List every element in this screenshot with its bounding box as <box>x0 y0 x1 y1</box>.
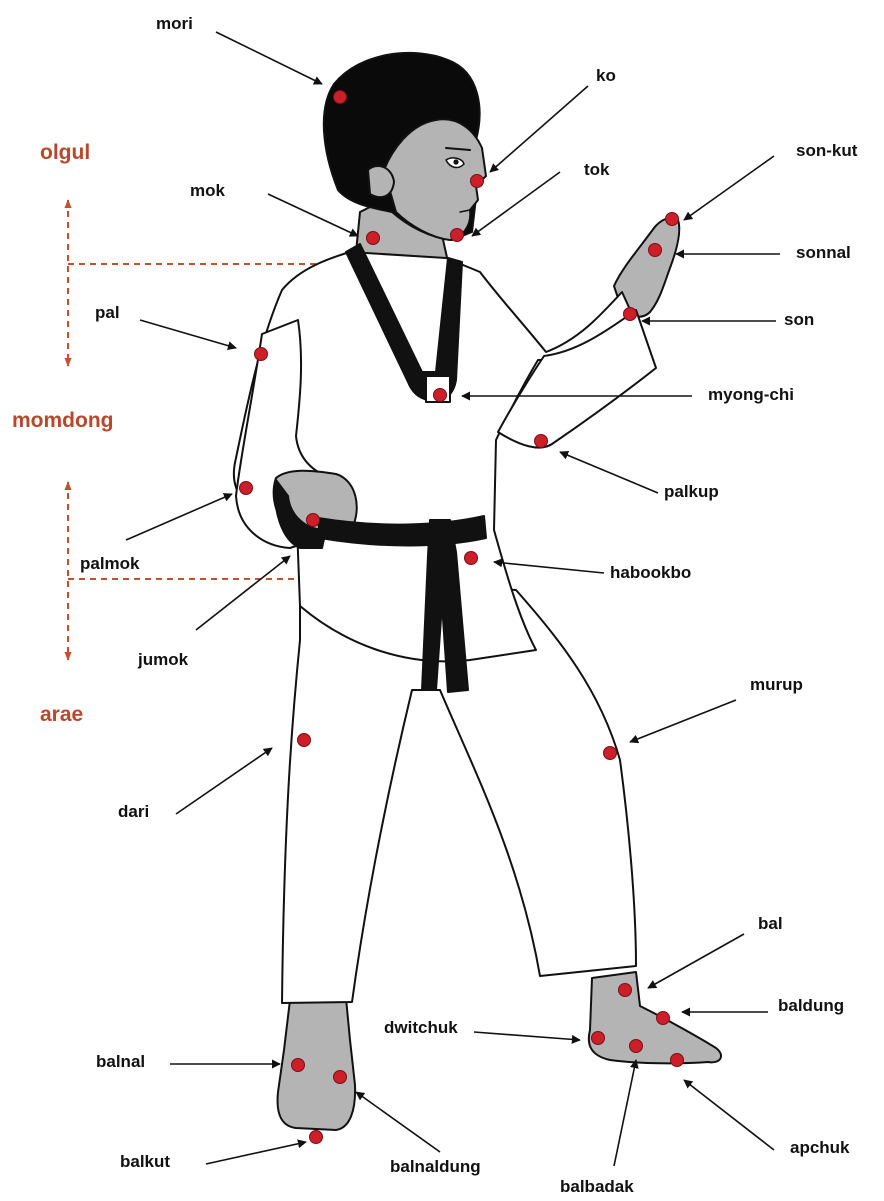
arrow-mok <box>268 194 358 236</box>
arrow-dari <box>176 748 272 814</box>
marker-habookbo <box>465 552 478 565</box>
marker-tok <box>451 229 464 242</box>
marker-son-kut <box>666 213 679 226</box>
arrow-jumok <box>196 556 290 630</box>
pupil <box>453 159 458 164</box>
zone-label-olgul: olgul <box>40 141 90 165</box>
label-dari: dari <box>118 802 149 822</box>
marker-murup <box>604 747 617 760</box>
label-murup: murup <box>750 675 803 695</box>
label-mok: mok <box>190 181 225 201</box>
label-jumok: jumok <box>138 650 188 670</box>
marker-balnal <box>292 1059 305 1072</box>
arrow-bal <box>648 934 744 988</box>
label-bal: bal <box>758 914 783 934</box>
label-apchuk: apchuk <box>790 1138 850 1158</box>
label-balnal: balnal <box>96 1052 145 1072</box>
label-palmok: palmok <box>80 554 140 574</box>
marker-jumok <box>307 514 320 527</box>
marker-son <box>624 308 637 321</box>
marker-mori <box>334 91 347 104</box>
left-foot <box>278 998 356 1130</box>
marker-apchuk <box>671 1054 684 1067</box>
label-ko: ko <box>596 66 616 86</box>
label-myong-chi: myong-chi <box>708 385 794 405</box>
marker-ko <box>471 175 484 188</box>
arrow-habookbo <box>494 562 604 573</box>
marker-dwitchuk <box>592 1032 605 1045</box>
marker-palmok <box>240 482 253 495</box>
marker-pal <box>255 348 268 361</box>
arrow-murup <box>630 700 736 742</box>
label-balnaldung: balnaldung <box>390 1157 481 1177</box>
label-tok: tok <box>584 160 610 180</box>
label-dwitchuk: dwitchuk <box>384 1018 458 1038</box>
arrow-palkup <box>560 452 658 493</box>
marker-myong-chi <box>434 389 447 402</box>
arrow-ko <box>490 86 588 172</box>
marker-sonnal <box>649 244 662 257</box>
label-mori: mori <box>156 14 193 34</box>
figure-body <box>234 53 721 1130</box>
zone-label-arae: arae <box>40 703 83 727</box>
label-son-kut: son-kut <box>796 141 857 161</box>
label-son: son <box>784 310 814 330</box>
marker-palkup <box>535 435 548 448</box>
label-pal: pal <box>95 303 120 323</box>
marker-balnaldung <box>334 1071 347 1084</box>
arrow-son-kut <box>684 156 774 220</box>
ear <box>368 166 394 197</box>
right-foot <box>589 972 721 1063</box>
marker-bal <box>619 984 632 997</box>
arrow-palmok <box>126 494 232 540</box>
arrow-balkut <box>206 1142 306 1164</box>
arrow-balnaldung <box>356 1092 440 1152</box>
arrow-apchuk <box>684 1080 774 1150</box>
arrow-tok <box>472 172 560 236</box>
arrow-mori <box>216 32 322 84</box>
label-balkut: balkut <box>120 1152 170 1172</box>
arrow-balbadak <box>614 1060 636 1166</box>
label-sonnal: sonnal <box>796 243 851 263</box>
arrow-dwitchuk <box>474 1032 580 1040</box>
label-balbadak: balbadak <box>560 1177 634 1197</box>
marker-dari <box>298 734 311 747</box>
marker-balkut <box>310 1131 323 1144</box>
zone-label-momdong: momdong <box>12 409 113 433</box>
arrow-pal <box>140 320 236 348</box>
label-baldung: baldung <box>778 996 844 1016</box>
marker-mok <box>367 232 380 245</box>
label-habookbo: habookbo <box>610 563 691 583</box>
label-palkup: palkup <box>664 482 719 502</box>
marker-balbadak <box>630 1040 643 1053</box>
marker-baldung <box>657 1012 670 1025</box>
